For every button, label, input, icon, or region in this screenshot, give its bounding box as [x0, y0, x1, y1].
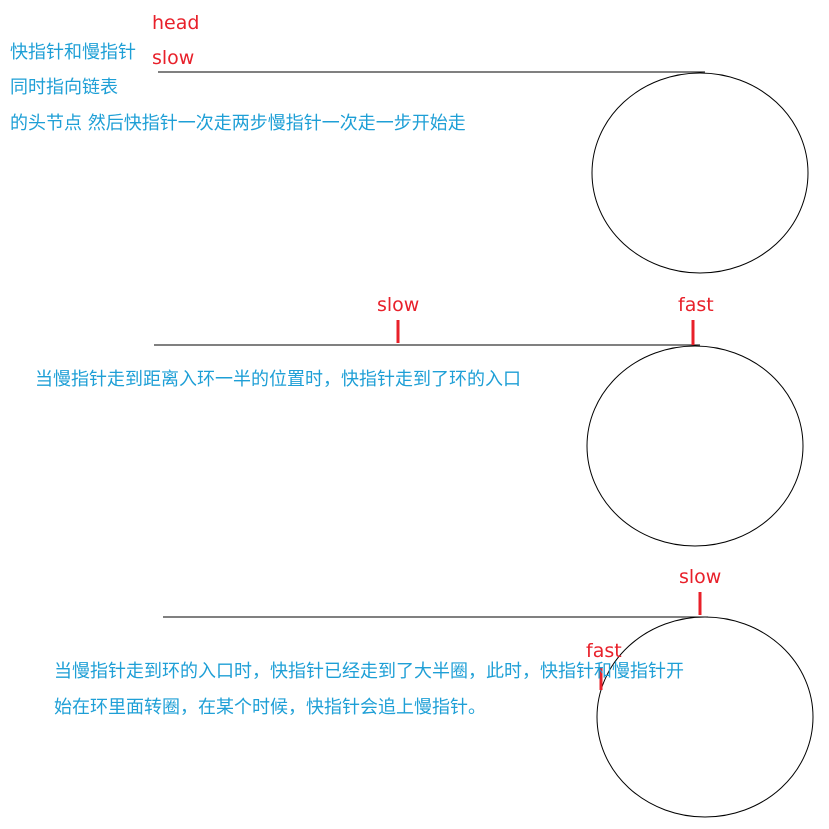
stage2-slow-label: slow — [377, 294, 420, 316]
stage3-caption-line-2: 始在环里面转圈，在某个时候，快指针会追上慢指针。 — [54, 697, 486, 718]
stage3-cycle — [596, 616, 814, 818]
stage1-head-label: head — [152, 12, 200, 34]
stage1-caption-line-1: 快指针和慢指针 — [10, 42, 136, 63]
stage1-caption-line-2: 同时指向链表 — [10, 77, 118, 98]
stage1-slow-label: slow — [152, 47, 195, 69]
stage2-caption: 当慢指针走到距离入环一半的位置时，快指针走到了环的入口 — [35, 369, 521, 390]
stage3-caption-line-1: 当慢指针走到环的入口时，快指针已经走到了大半圈，此时，快指针和慢指针开 — [54, 661, 684, 682]
stage1-caption-line-3: 的头节点 然后快指针一次走两步慢指针一次走一步开始走 — [10, 113, 466, 134]
stage2-fast-label: fast — [678, 294, 714, 316]
stage3-slow-label: slow — [679, 566, 722, 588]
stage1-cycle — [591, 72, 809, 274]
stage3-fast-label: fast — [586, 640, 622, 662]
stage2-cycle — [586, 345, 804, 547]
